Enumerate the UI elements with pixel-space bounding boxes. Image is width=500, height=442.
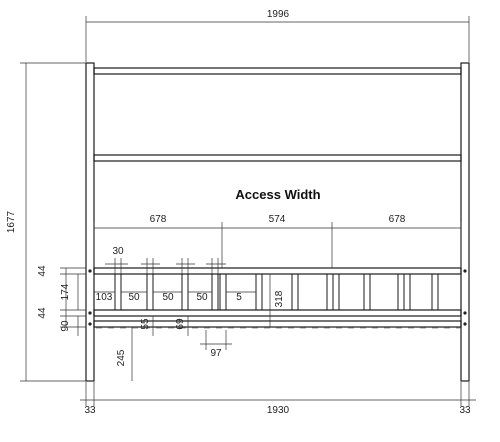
slat xyxy=(326,273,334,311)
slat xyxy=(211,273,219,311)
dimension-lines xyxy=(20,16,476,406)
dim-slat-5: 5 xyxy=(236,292,242,303)
dimension-labels: 1996 1930 33 33 1677 Access Width 678 57… xyxy=(6,9,471,416)
dim-height-90: 90 xyxy=(60,320,71,332)
headboard-lower-rail xyxy=(93,309,462,317)
slat xyxy=(431,273,439,311)
middle-rail xyxy=(93,154,462,162)
dim-height-69: 69 xyxy=(175,318,186,330)
slat xyxy=(219,273,227,311)
dim-inner-width: 1930 xyxy=(267,405,290,416)
bolt xyxy=(88,311,92,315)
dim-rail-lower: 44 xyxy=(37,307,48,319)
slat xyxy=(397,273,405,311)
dim-height-318: 318 xyxy=(274,290,285,307)
bed-frame xyxy=(85,62,470,382)
dim-slat-50-b: 50 xyxy=(162,292,174,303)
bolt xyxy=(463,311,467,315)
dim-section-right: 678 xyxy=(389,214,406,225)
bolt xyxy=(88,322,92,326)
bolt xyxy=(463,322,467,326)
top-rail xyxy=(93,67,462,75)
dim-leg-left: 33 xyxy=(84,405,96,416)
dim-clear-103: 103 xyxy=(96,292,113,303)
dim-leg-right: 33 xyxy=(459,405,471,416)
dim-height-55: 55 xyxy=(140,318,151,330)
dim-width-97: 97 xyxy=(210,348,222,359)
dim-slat-50-c: 50 xyxy=(196,292,208,303)
bolt xyxy=(88,269,92,273)
slat xyxy=(255,273,263,311)
bolt xyxy=(463,269,467,273)
side-rail xyxy=(93,320,462,328)
dim-overall-width: 1996 xyxy=(267,9,290,20)
dim-height-174: 174 xyxy=(60,283,71,300)
dim-overall-height: 1677 xyxy=(6,210,17,233)
slat xyxy=(146,273,154,311)
dim-height-245: 245 xyxy=(116,349,127,366)
slat xyxy=(363,273,371,311)
dim-section-middle: 574 xyxy=(269,214,286,225)
headboard-upper-rail xyxy=(93,267,462,275)
dim-rail-upper: 44 xyxy=(37,265,48,277)
dim-slat-gap: 30 xyxy=(112,246,124,257)
diagram-title: Access Width xyxy=(235,187,320,202)
slat xyxy=(291,273,299,311)
slat xyxy=(181,273,189,311)
dim-slat-50-a: 50 xyxy=(128,292,140,303)
slat xyxy=(114,273,122,311)
slat xyxy=(332,273,340,311)
right-post xyxy=(460,62,470,382)
dim-section-left: 678 xyxy=(150,214,167,225)
left-post xyxy=(85,62,95,382)
slat xyxy=(403,273,411,311)
